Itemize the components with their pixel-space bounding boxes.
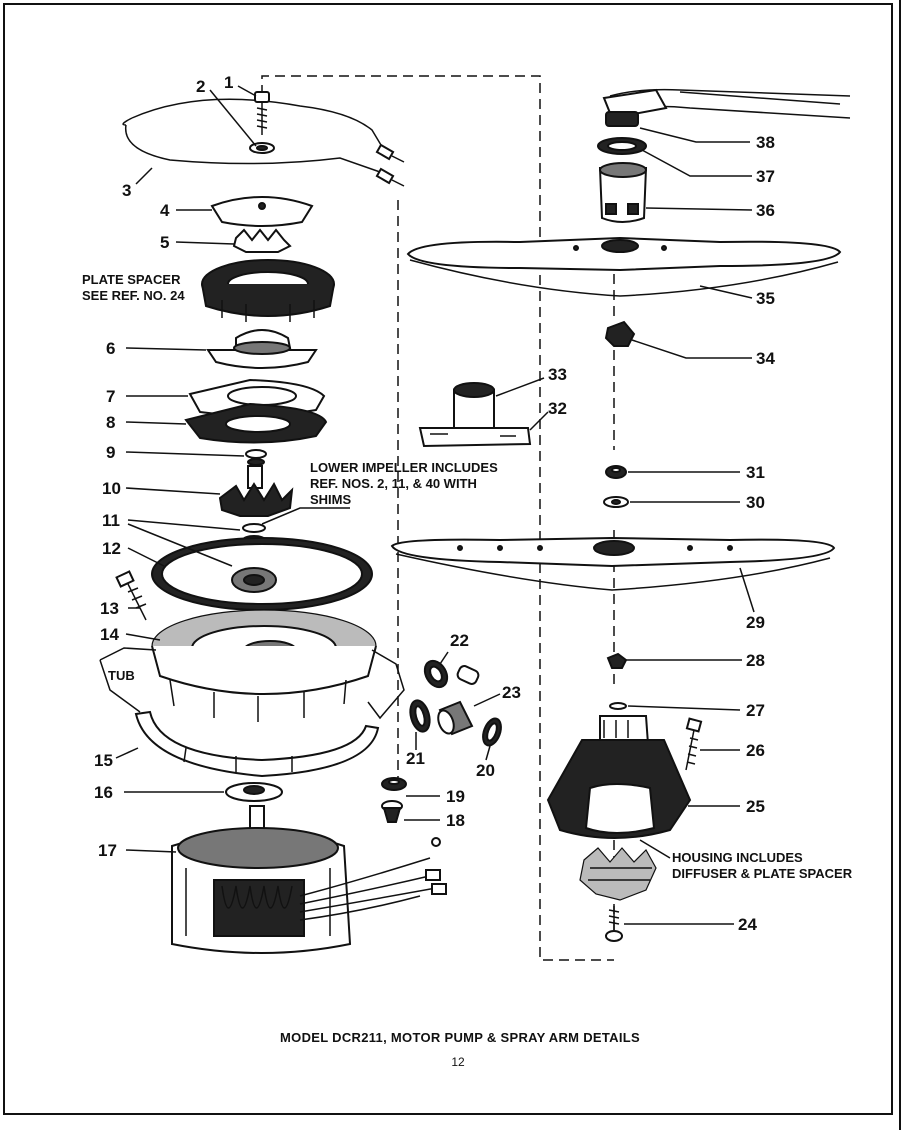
plate-spacer [201, 259, 335, 322]
callout-31: 31 [746, 463, 765, 482]
part-22-clamp [423, 659, 480, 689]
callout-20: 20 [476, 761, 495, 780]
callout-18: 18 [446, 811, 465, 830]
part-19-washer [381, 777, 407, 791]
note-plate-spacer-line2: SEE REF. NO. 24 [82, 288, 185, 303]
callout-29: 29 [746, 613, 765, 632]
callout-22: 22 [450, 631, 469, 650]
callout-24: 24 [738, 915, 757, 934]
part-33-bushing [453, 382, 495, 436]
part-38-supply-tube [602, 88, 851, 127]
part-13-bolt [115, 570, 147, 621]
callout-21: 21 [406, 749, 425, 768]
part-16-coupling [225, 782, 283, 802]
callout-1: 1 [224, 73, 233, 92]
callout-25: 25 [746, 797, 765, 816]
part-34-nut [604, 320, 636, 347]
callout-6: 6 [106, 339, 115, 358]
callout-13: 13 [100, 599, 119, 618]
part-17-motor [171, 805, 447, 954]
callout-3: 3 [122, 181, 131, 200]
callout-19: 19 [446, 787, 465, 806]
callout-17: 17 [98, 841, 117, 860]
tub-outline [99, 647, 405, 720]
part-15-ring [134, 710, 380, 778]
callout-9: 9 [106, 443, 115, 462]
callout-14: 14 [100, 625, 119, 644]
callout-10: 10 [102, 479, 121, 498]
callout-32: 32 [548, 399, 567, 418]
part-4-impeller-cap [210, 196, 314, 227]
callout-38: 38 [756, 133, 775, 152]
part-21-clamp [409, 699, 431, 733]
callout-11: 11 [102, 511, 120, 530]
part-6-diffuser-cover [206, 329, 318, 369]
diffuser-plate-spacer [579, 847, 657, 901]
note-plate-spacer-line1: PLATE SPACER [82, 272, 181, 287]
part-10-lower-impeller [218, 465, 294, 517]
part-30-washer [603, 496, 629, 508]
assembly-line-main [261, 75, 614, 961]
part-27-washer [609, 702, 627, 710]
callout-12: 12 [102, 539, 121, 558]
page-number: 12 [451, 1055, 465, 1069]
part-2-washer [249, 142, 275, 154]
note-impeller-line1: LOWER IMPELLER INCLUDES [310, 460, 498, 475]
note-housing-line1: HOUSING INCLUDES [672, 850, 803, 865]
part-8-plate [184, 402, 328, 444]
part-14-pump-base [151, 609, 377, 722]
callout-37: 37 [756, 167, 775, 186]
note-tub: TUB [108, 668, 135, 683]
part-12-seal-ring [151, 537, 373, 611]
part-20-clamp [482, 717, 502, 747]
callout-33: 33 [548, 365, 567, 384]
callout-36: 36 [756, 201, 775, 220]
callout-26: 26 [746, 741, 765, 760]
note-housing-line2: DIFFUSER & PLATE SPACER [672, 866, 853, 881]
callout-35: 35 [756, 289, 775, 308]
part-26-bolt [685, 717, 703, 771]
part-9-seal [245, 449, 267, 466]
part-25-pump-housing [546, 715, 692, 839]
callout-2: 2 [196, 77, 205, 96]
callout-4: 4 [160, 201, 170, 220]
callout-8: 8 [106, 413, 115, 432]
part-24-screw [605, 906, 623, 942]
page-border [3, 3, 893, 1115]
part-5-upper-impeller [232, 228, 292, 253]
part-3-tube [122, 98, 405, 187]
callout-7: 7 [106, 387, 115, 406]
leader-lines [115, 85, 755, 925]
part-37-seal-ring [597, 137, 647, 155]
part-31-nut [605, 465, 627, 479]
part-23-hose [437, 700, 474, 736]
callout-16: 16 [94, 783, 113, 802]
diagram-caption: MODEL DCR211, MOTOR PUMP & SPRAY ARM DET… [280, 1030, 640, 1045]
callout-5: 5 [160, 233, 169, 252]
part-18-fitting [381, 800, 403, 823]
callout-27: 27 [746, 701, 765, 720]
callout-28: 28 [746, 651, 765, 670]
part-28-nut [606, 652, 628, 669]
note-impeller-line3: SHIMS [310, 492, 352, 507]
note-impeller-line2: REF. NOS. 2, 11, & 40 WITH [310, 476, 477, 491]
part-29-lower-spray-arm [390, 536, 836, 591]
callout-34: 34 [756, 349, 775, 368]
part-32-bracket [418, 427, 532, 448]
part-35-upper-spray-arm [406, 236, 842, 297]
part-36-bearing [598, 162, 648, 223]
callout-15: 15 [94, 751, 113, 770]
callout-23: 23 [502, 683, 521, 702]
part-1-screw [254, 91, 270, 135]
callout-30: 30 [746, 493, 765, 512]
